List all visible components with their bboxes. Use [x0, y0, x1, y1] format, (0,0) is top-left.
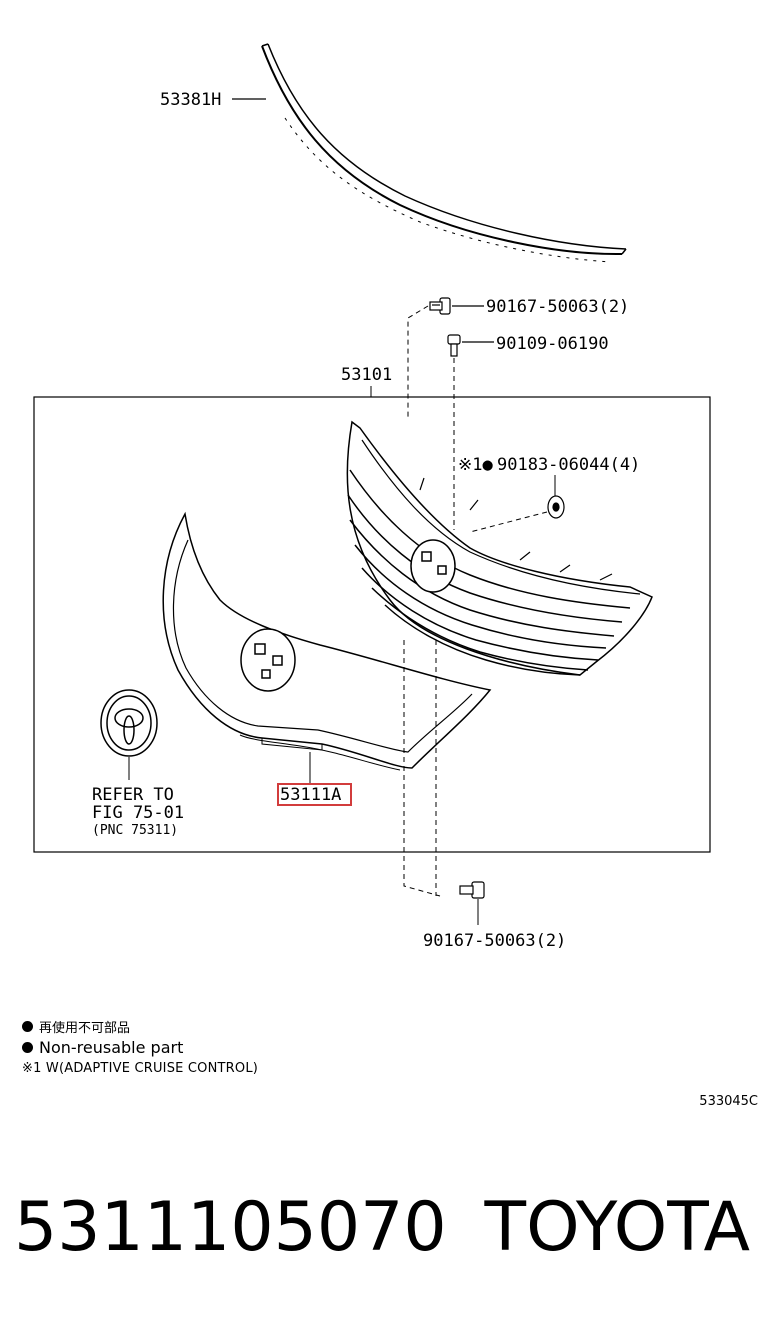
figure-code: 533045C: [699, 1094, 758, 1109]
bolt-bottom-icon: [459, 881, 485, 899]
toyota-emblem-icon: [100, 689, 158, 757]
legend-nonreusable-en: Non-reusable part: [39, 1038, 184, 1057]
label-bolt-top: 90167-50063(2): [486, 297, 629, 317]
clip-icon: [447, 334, 461, 357]
bolt-top-dashline: [407, 305, 429, 418]
legend: 再使用不可部品 Non-reusable part ※1 W(ADAPTIVE …: [22, 1016, 258, 1079]
legend-row-jp: 再使用不可部品: [22, 1016, 258, 1037]
bullet-icon: [22, 1042, 33, 1053]
footer-part-number: 5311105070: [14, 1188, 447, 1267]
grille-rear: [346, 420, 653, 676]
emblem-refer-line1: REFER TO: [92, 785, 174, 805]
label-grille-assy: 53101: [341, 365, 392, 385]
label-nut: 90183-06044(4): [497, 455, 640, 475]
legend-row-note: ※1 W(ADAPTIVE CRUISE CONTROL): [22, 1058, 258, 1079]
molding-strip: [261, 43, 627, 263]
legend-nonreusable-jp: 再使用不可部品: [39, 1021, 131, 1036]
front-emblem-mount: [240, 628, 296, 692]
parts-diagram: 53381H 90167-50063(2) 90109-06190 53101 …: [33, 43, 711, 951]
label-clip: 90109-06190: [496, 334, 609, 354]
rear-emblem-mount: [410, 539, 456, 593]
group-box: [33, 396, 711, 853]
legend-note1: ※1 W(ADAPTIVE CRUISE CONTROL): [22, 1061, 259, 1076]
label-bolt-bottom: 90167-50063(2): [423, 931, 566, 951]
bullet-icon: [22, 1021, 33, 1032]
emblem-refer-line3: (PNC 75311): [92, 823, 178, 838]
label-grille-sub: 53111A: [280, 785, 341, 805]
legend-row-en: Non-reusable part: [22, 1037, 258, 1058]
footer-brand: TOYOTA: [484, 1188, 750, 1267]
footer: 5311105070 TOYOTA: [14, 1188, 750, 1267]
emblem-refer-line2: FIG 75-01: [92, 803, 184, 823]
bolt-top-icon: [429, 297, 451, 315]
label-grille-sub-highlight: [277, 783, 352, 806]
grille-front: [162, 511, 492, 771]
bolt-bottom-dashlines: [403, 640, 441, 897]
nut-dashline: [469, 511, 548, 533]
label-molding: 53381H: [160, 90, 221, 110]
label-nut-prefix: ※1●: [458, 455, 493, 475]
nut-icon: [547, 495, 565, 519]
